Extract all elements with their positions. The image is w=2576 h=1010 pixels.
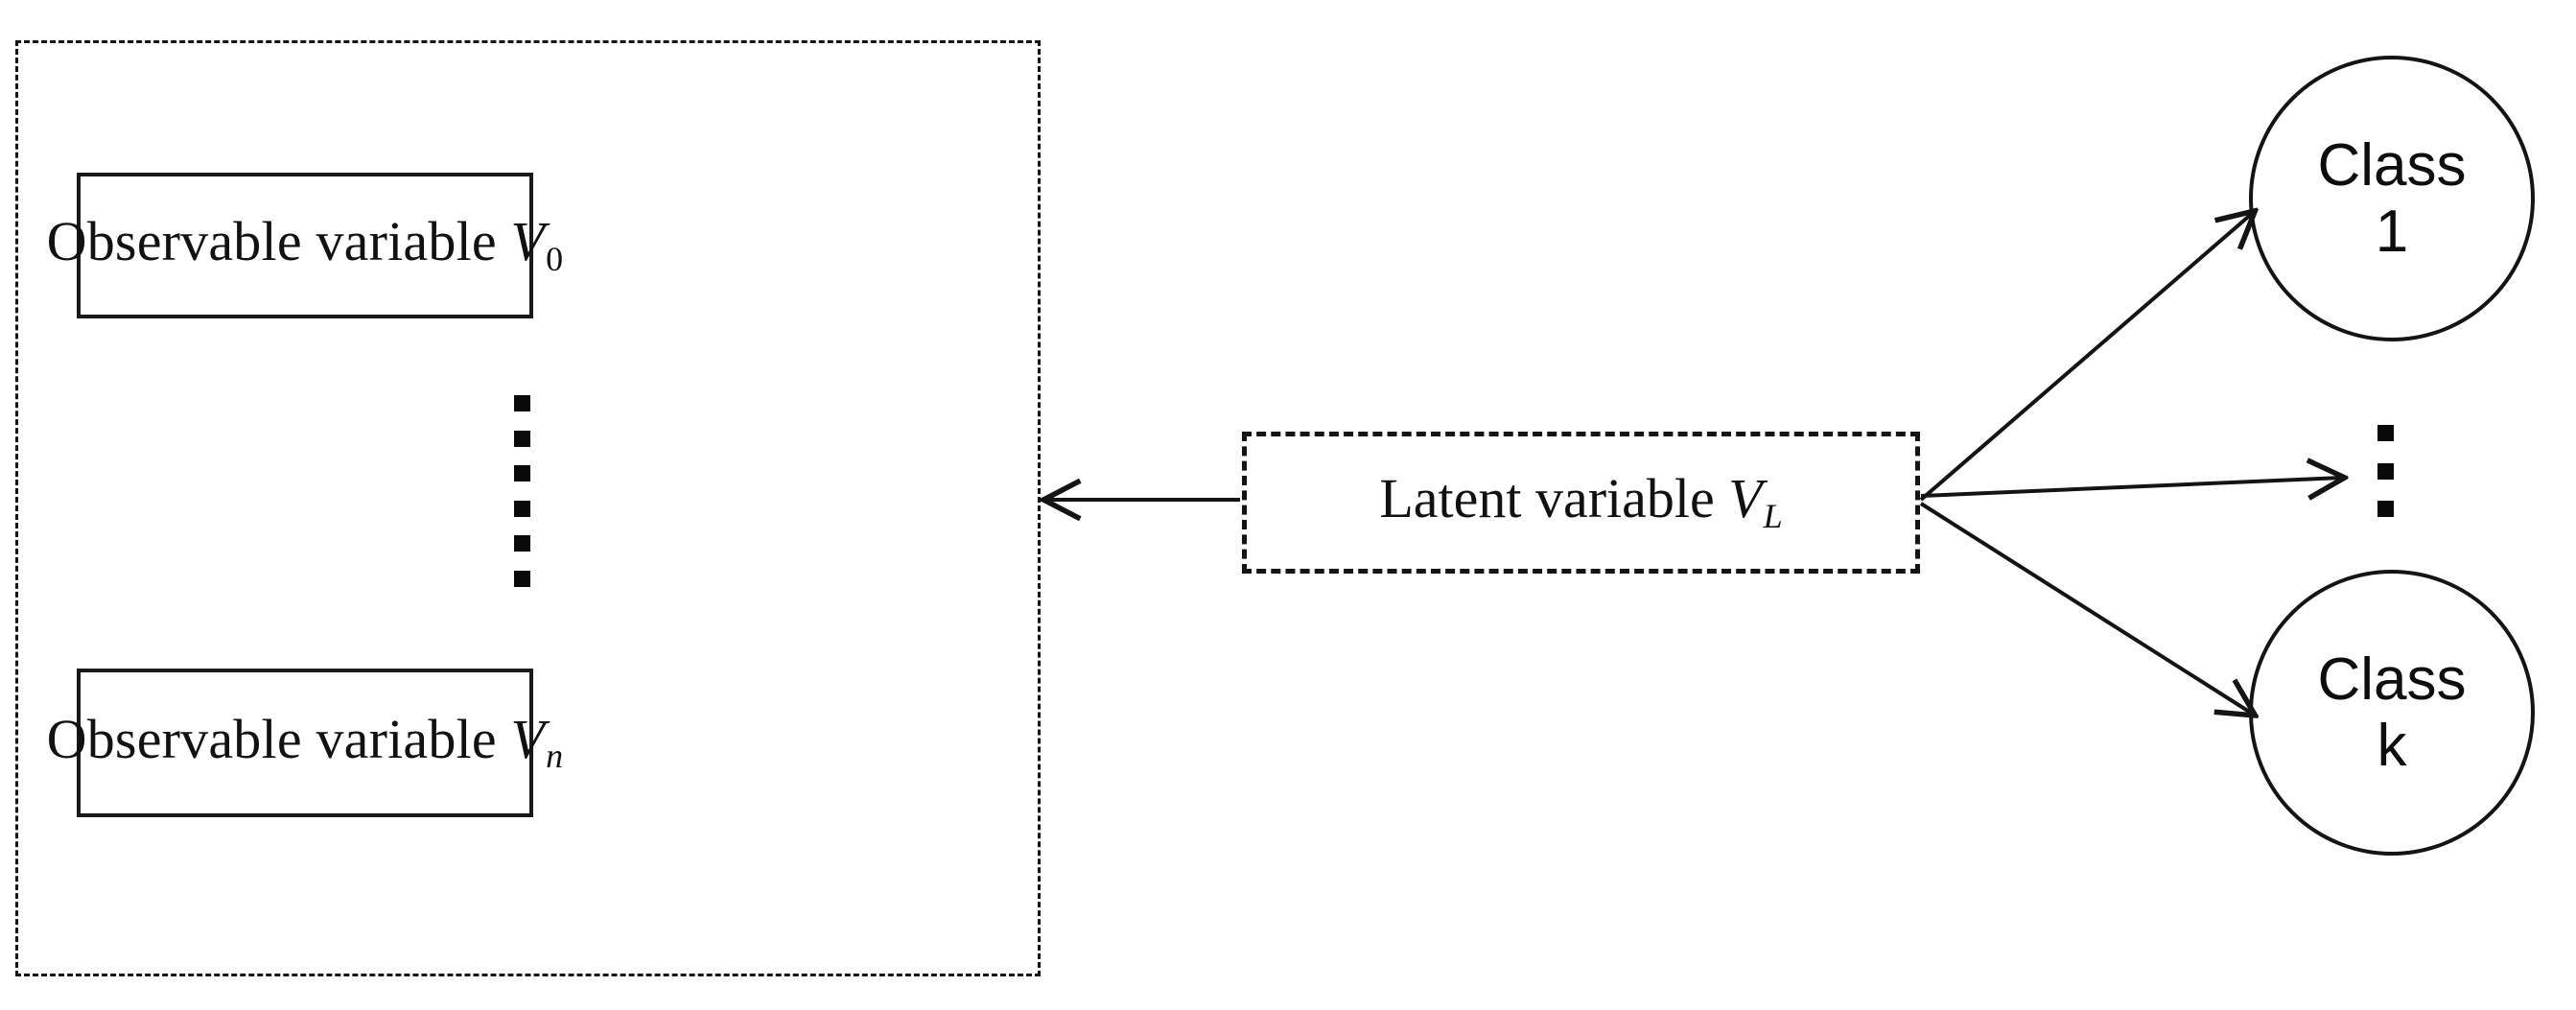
- arrow-latent-to-class-k: [1919, 502, 2254, 715]
- observable-variable-box-0-label: Observable variable V0: [47, 214, 564, 277]
- class-node-1-label-line2: 1: [2375, 199, 2409, 265]
- class-node-k-label-line1: Class: [2317, 646, 2467, 713]
- ellipsis-dot: [513, 535, 530, 552]
- latent-variable-box-label: Latent variable VL: [1379, 471, 1782, 534]
- ellipsis-dot: [513, 430, 530, 447]
- ellipsis-dot: [2377, 425, 2394, 441]
- latent-variable-symbol: V: [1728, 467, 1763, 530]
- arrow-latent-to-class-1: [1919, 212, 2254, 502]
- ellipsis-dot: [2377, 462, 2394, 480]
- observable-variable-box-n[interactable]: Observable variable Vn: [47, 669, 563, 817]
- observable-variables-container: [15, 40, 1041, 976]
- latent-variable-box[interactable]: Latent variable VL: [1242, 432, 1920, 574]
- observable-variable-box-n-label: Observable variable Vn: [47, 711, 564, 776]
- observable-variable-box-n-prefix: Observable variable: [46, 707, 511, 770]
- ellipsis-dot: [513, 465, 530, 482]
- observable-variable-box-0[interactable]: Observable variable V0: [47, 173, 563, 318]
- ellipsis-dot: [513, 500, 530, 517]
- latent-variable-prefix: Latent variable: [1379, 467, 1729, 530]
- ellipsis-dot: [2377, 501, 2394, 517]
- class-node-k-label-line2: k: [2377, 713, 2407, 779]
- observable-variable-box-0-symbol: V: [510, 210, 546, 273]
- observable-variable-box-0-subscript: 0: [546, 239, 564, 278]
- observable-vertical-ellipsis-icon: [505, 395, 538, 587]
- observable-variable-box-0-prefix: Observable variable: [46, 210, 511, 273]
- ellipsis-dot: [513, 395, 530, 411]
- class-vertical-ellipsis-icon: [2369, 425, 2401, 517]
- ellipsis-dot: [513, 570, 530, 587]
- class-node-1-label-line1: Class: [2317, 131, 2467, 199]
- arrow-latent-to-class-ellipsis: [1920, 478, 2343, 496]
- observable-variable-box-n-subscript: n: [546, 737, 564, 776]
- latent-variable-subscript: L: [1763, 496, 1783, 535]
- observable-variable-box-n-symbol: V: [510, 707, 546, 770]
